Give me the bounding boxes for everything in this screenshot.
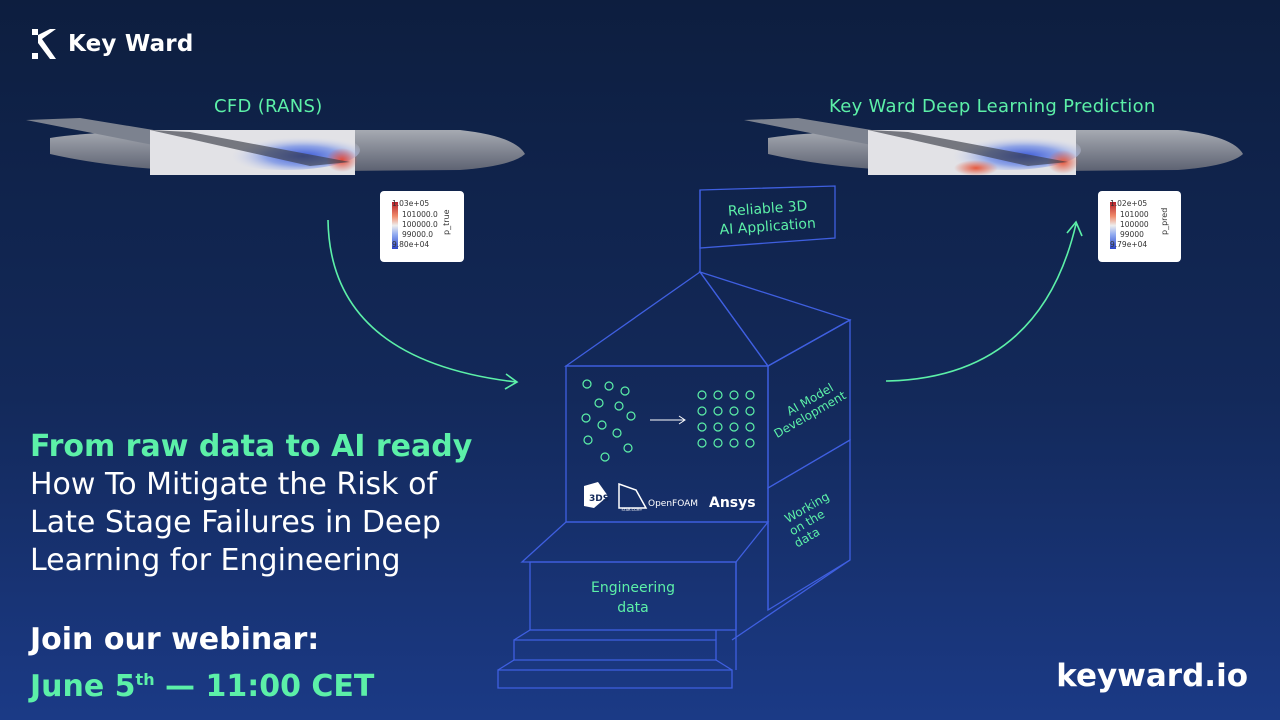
left-colorbar-legend: 1.03e+05 101000.0 100000.0 99000.0 9.80e… [380, 191, 464, 262]
svg-text:3DS: 3DS [589, 494, 609, 504]
stair-2 [497, 669, 733, 689]
structured-data-dots [697, 390, 755, 448]
roof-side [698, 270, 852, 367]
input-curve-arrow [327, 219, 517, 383]
right-panel-caption: Key Ward Deep Learning Prediction [829, 96, 1156, 117]
openfoam-logo-icon: OpenFOAM [648, 499, 698, 509]
webinar-invite: Join our webinar: [30, 622, 320, 657]
headline-green: From raw data to AI ready [30, 429, 473, 464]
stair-1 [513, 639, 717, 661]
left-colorbar-tick: 100000.0 [402, 220, 438, 229]
headline-line: How To Mitigate the Risk of [30, 467, 438, 502]
headline-line: Late Stage Failures in Deep [30, 505, 441, 540]
roof-front [563, 271, 770, 367]
arrow-head-icon [504, 373, 519, 390]
left-colorbar-gradient [392, 202, 398, 249]
cfd-aircraft-render [26, 118, 525, 175]
prediction-aircraft-render [744, 118, 1243, 176]
flag-shape [699, 185, 836, 249]
base-text-line2: data [617, 600, 649, 616]
step-top [520, 521, 770, 563]
right-colorbar-max: 1.02e+05 [1110, 199, 1148, 208]
output-curve-arrow [885, 223, 1077, 382]
right-colorbar-min: 9.79e+04 [1110, 240, 1148, 249]
arrow-head-icon [1066, 220, 1083, 237]
base-front [529, 561, 737, 631]
brand-name: Key Ward [68, 31, 194, 57]
ansys-logo-icon: Ansys [709, 495, 756, 511]
headline-block: From raw data to AI ready How To Mitigat… [30, 428, 550, 580]
left-colorbar-min: 9.80e+04 [392, 240, 430, 249]
right-colorbar-legend: 1.02e+05 101000 100000 99000 9.79e+04 p_… [1098, 191, 1181, 262]
webinar-date-time: — 11:00 CET [154, 669, 375, 704]
arrow-head-icon [678, 415, 686, 425]
webinar-date: June 5th — 11:00 CET [30, 660, 374, 707]
flag-text-line1: Reliable 3D [727, 198, 808, 220]
right-colorbar-tick: 99000 [1120, 230, 1144, 239]
right-colorbar-gradient [1110, 202, 1116, 249]
left-colorbar-max: 1.03e+05 [392, 199, 430, 208]
raw-data-dots [581, 379, 636, 462]
website-link[interactable]: keyward.io [1056, 658, 1248, 694]
base-text-line1: Engineering [591, 580, 675, 596]
right-colorbar-tick: 101000 [1120, 210, 1149, 219]
3ds-logo-icon: 3DS [584, 482, 609, 508]
left-colorbar-tick: 101000.0 [402, 210, 438, 219]
headline-line: Learning for Engineering [30, 543, 401, 578]
key-ward-logo-icon [32, 29, 56, 59]
star-ccm-logo-icon: STAR-CCM+ [618, 482, 648, 512]
left-panel-caption: CFD (RANS) [214, 96, 323, 117]
webinar-block: Join our webinar: June 5th — 11:00 CET [30, 620, 374, 707]
right-colorbar-tick: 100000 [1120, 220, 1149, 229]
brand-logo: Key Ward [30, 27, 194, 61]
flag-text-line2: AI Application [719, 216, 816, 239]
webinar-date-suffix: th [135, 670, 155, 689]
left-colorbar-tick: 99000.0 [402, 230, 434, 239]
webinar-date-day: June 5 [30, 669, 136, 704]
svg-text:STAR-CCM+: STAR-CCM+ [622, 508, 643, 512]
